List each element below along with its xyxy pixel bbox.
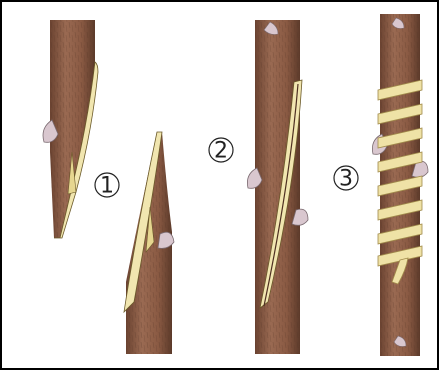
joined-graft [247,20,308,354]
svg-text:1: 1 [100,174,114,199]
svg-text:2: 2 [214,139,228,164]
step-3-label: 3 [334,166,358,192]
step-1-label: 1 [95,173,119,199]
step-2-label: 2 [209,138,233,164]
svg-text:3: 3 [339,167,353,192]
rootstock-cut [124,132,174,354]
scion-cut [43,20,98,238]
wrapped-graft [372,14,428,356]
